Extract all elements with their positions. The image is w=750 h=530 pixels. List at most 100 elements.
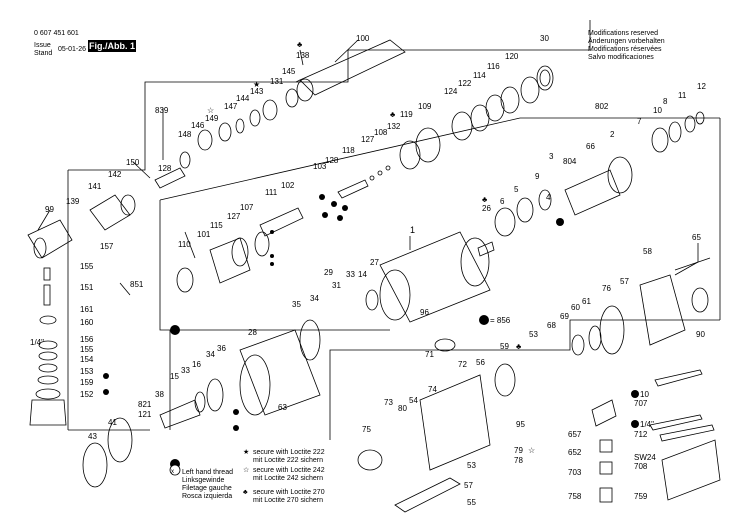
- part-label: 31: [332, 281, 341, 290]
- part-label: 95: [516, 420, 525, 429]
- modifications-line-1: Modifications reserved: [588, 30, 659, 37]
- clover-icon: ♣: [516, 342, 522, 351]
- part-label: 139: [66, 197, 80, 206]
- part-label: 57: [620, 277, 629, 286]
- part-label: 96: [420, 308, 429, 317]
- part-label: 102: [281, 181, 295, 190]
- part-label: 71: [425, 350, 434, 359]
- part-label: 147: [224, 102, 238, 111]
- part-label: 36: [217, 344, 226, 353]
- part-label: 839: [155, 106, 169, 115]
- part-label: 74: [428, 385, 437, 394]
- lever-55: [394, 477, 461, 513]
- part-label: 41: [108, 418, 117, 427]
- part-label: 26: [482, 204, 491, 213]
- part-label: 124: [444, 87, 458, 96]
- modifications-line-2: Änderungen vorbehalten: [588, 38, 665, 45]
- clover-icon: ♣: [297, 40, 303, 49]
- part-label: 90: [696, 330, 705, 339]
- part-label: 118: [342, 146, 355, 155]
- star-outline-icon: ☆: [207, 106, 215, 115]
- nut-size-856: = 856: [490, 316, 511, 325]
- part-label: 145: [282, 67, 296, 76]
- legend-left-thread-en: Left hand thread: [182, 469, 233, 476]
- part-label: 138: [296, 51, 310, 60]
- part-label: 15: [170, 372, 179, 381]
- part-label: 146: [191, 121, 205, 130]
- part-label: 708: [634, 462, 648, 471]
- part-label: 99: [45, 205, 54, 214]
- part-label: 54: [409, 396, 418, 405]
- part-label: 103: [313, 162, 327, 171]
- part-label: 142: [108, 170, 122, 179]
- part-label: 127: [361, 135, 375, 144]
- stand-label: Stand: [34, 50, 53, 57]
- angle-head-141: [89, 194, 131, 231]
- part-label: 66: [586, 142, 595, 151]
- part-label: 141: [88, 182, 102, 191]
- part-label: 712: [634, 430, 648, 439]
- part-label: 114: [473, 71, 486, 80]
- hex-key-10: 10: [640, 390, 649, 399]
- part-label: 149: [205, 114, 219, 123]
- part-label: 29: [324, 268, 333, 277]
- part-label: 156: [80, 335, 94, 344]
- issue-label: Issue: [34, 42, 51, 49]
- part-label: 703: [568, 468, 582, 477]
- part-label: 821: [138, 400, 152, 409]
- part-label: 14: [358, 270, 367, 279]
- part-label: 128: [158, 164, 172, 173]
- part-label: 34: [310, 294, 319, 303]
- main-housing-1: [379, 231, 491, 323]
- part-label: 151: [80, 283, 94, 292]
- part-label: 100: [356, 34, 370, 43]
- legend-loctite-222-en: secure with Loctite 222: [253, 449, 325, 456]
- part-label: 69: [560, 312, 569, 321]
- thread-size-quarter: 1/4": [30, 338, 44, 347]
- part-label: 43: [88, 432, 97, 441]
- part-label: 759: [634, 492, 648, 501]
- part-label: 38: [155, 390, 164, 399]
- clover-icon: ♣: [390, 110, 396, 119]
- part-label: 155: [80, 262, 94, 271]
- part-label: 53: [529, 330, 538, 339]
- part-label: 1: [410, 225, 416, 235]
- part-label: 121: [138, 410, 152, 419]
- part-label: 2: [610, 130, 615, 139]
- modifications-line-3: Modifications réservées: [588, 46, 662, 53]
- part-label: 72: [458, 360, 467, 369]
- issue-date: 05-01-26: [58, 46, 87, 53]
- part-label: 57: [464, 481, 473, 490]
- angle-head-99: [27, 219, 73, 259]
- section-outline-top: [68, 20, 591, 171]
- part-label: 58: [643, 247, 652, 256]
- part-label: 63: [278, 403, 287, 412]
- part-label: 150: [126, 158, 140, 167]
- part-label: 652: [568, 448, 582, 457]
- part-label: 16: [192, 360, 201, 369]
- part-label: 144: [236, 94, 250, 103]
- part-label: 76: [602, 284, 611, 293]
- svg-text:x: x: [171, 469, 174, 475]
- part-label: 68: [547, 321, 556, 330]
- part-label: 11: [678, 91, 687, 100]
- part-label: 35: [292, 300, 301, 309]
- part-label: 80: [398, 404, 407, 413]
- part-label: 851: [130, 280, 144, 289]
- gear-housing-28: [239, 329, 321, 416]
- part-label: 115: [210, 221, 223, 230]
- part-label: 657: [568, 430, 582, 439]
- part-label: 157: [100, 242, 114, 251]
- wrench-size: SW24: [634, 453, 656, 462]
- part-label: 55: [467, 498, 476, 507]
- part-label: 802: [595, 102, 609, 111]
- valve-housing-56: [419, 374, 491, 471]
- part-label: 4: [546, 193, 551, 202]
- section-outline-diag: [159, 117, 521, 201]
- part-label: 59: [500, 342, 509, 351]
- part-label: 10: [653, 106, 662, 115]
- part-label: 131: [270, 77, 284, 86]
- part-label: 7: [637, 117, 642, 126]
- motor-housing-100: [299, 39, 406, 96]
